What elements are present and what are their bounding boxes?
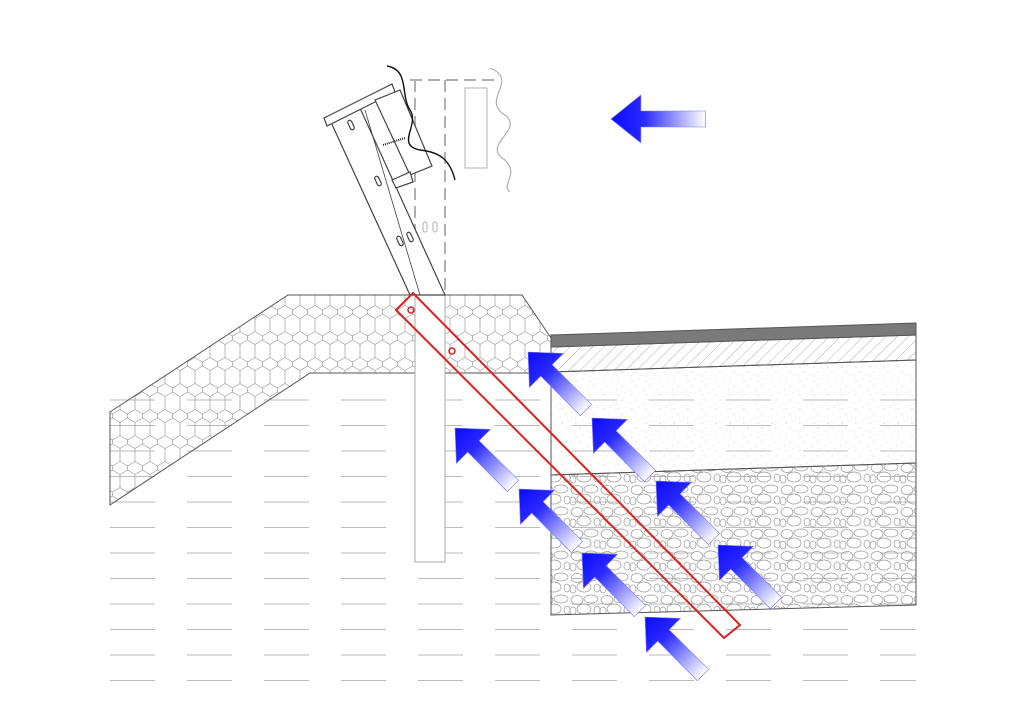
displaced-guardrail-post xyxy=(323,65,456,296)
bolt-hole xyxy=(448,347,456,355)
original-post-position xyxy=(410,67,512,563)
soil-pressure-arrow xyxy=(581,552,647,618)
soil-pressure-arrow xyxy=(454,427,520,493)
soil-pressure-arrow xyxy=(527,351,593,417)
horizontal-impact-arrow xyxy=(610,94,706,144)
soil-pressure-arrow xyxy=(591,417,657,483)
load-arrows xyxy=(454,94,783,682)
bolt-hole xyxy=(407,306,415,314)
cobble-subbase-layer xyxy=(550,462,917,616)
soil-pressure-arrow xyxy=(655,480,721,546)
asphalt-surface-layer xyxy=(550,322,917,348)
anchor-bar xyxy=(394,291,742,640)
soil-pressure-arrow xyxy=(518,488,584,554)
pavement-structure xyxy=(550,322,917,616)
soil-pressure-arrow xyxy=(717,544,783,610)
soil-pressure-arrow xyxy=(644,616,710,682)
embedded-post xyxy=(414,294,446,563)
granular-base-layer xyxy=(550,359,917,476)
